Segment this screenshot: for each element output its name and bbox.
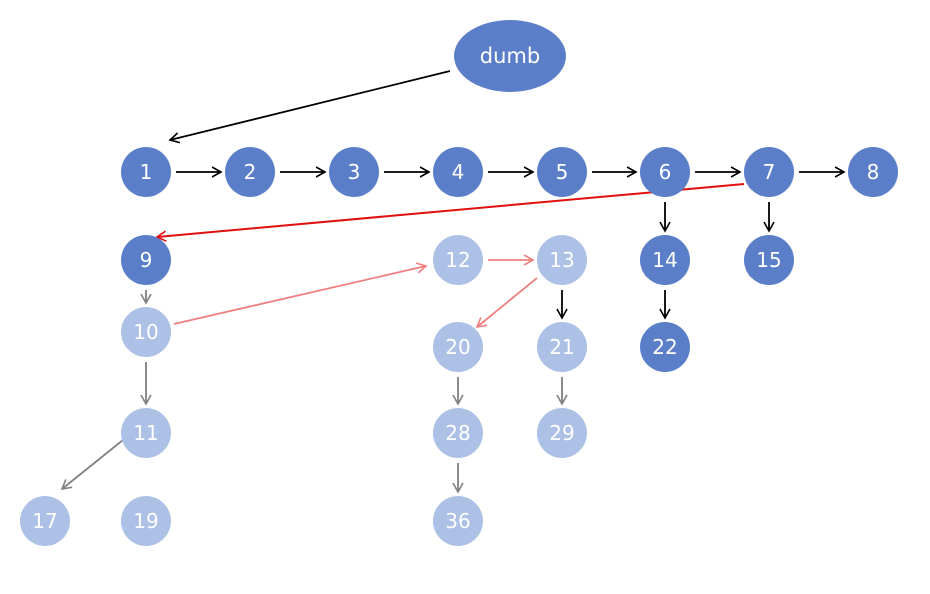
node-28-label: 28 bbox=[445, 421, 470, 445]
node-21-label: 21 bbox=[549, 335, 574, 359]
node-dumb: dumb bbox=[454, 20, 566, 92]
node-15-label: 15 bbox=[756, 248, 781, 272]
node-dumb-label: dumb bbox=[480, 44, 540, 68]
node-13-circle bbox=[537, 235, 587, 285]
node-3-label: 3 bbox=[348, 160, 361, 184]
node-17: 17 bbox=[20, 496, 70, 546]
node-9-label: 9 bbox=[140, 248, 153, 272]
node-2-circle bbox=[225, 147, 275, 197]
node-2: 2 bbox=[225, 147, 275, 197]
node-8-circle bbox=[848, 147, 898, 197]
node-20-circle bbox=[433, 322, 483, 372]
node-9-circle bbox=[121, 235, 171, 285]
node-17-circle bbox=[20, 496, 70, 546]
node-28: 28 bbox=[433, 408, 483, 458]
node-6-circle bbox=[640, 147, 690, 197]
node-36-circle bbox=[433, 496, 483, 546]
node-5: 5 bbox=[537, 147, 587, 197]
node-8-label: 8 bbox=[867, 160, 880, 184]
node-1-circle bbox=[121, 147, 171, 197]
node-15: 15 bbox=[744, 235, 794, 285]
node-4: 4 bbox=[433, 147, 483, 197]
node-15-circle bbox=[744, 235, 794, 285]
arrow-dumb-to-1 bbox=[168, 70, 451, 144]
node-5-circle bbox=[537, 147, 587, 197]
node-13: 13 bbox=[537, 235, 587, 285]
node-7-circle bbox=[744, 147, 794, 197]
node-11-label: 11 bbox=[133, 421, 158, 445]
node-19: 19 bbox=[121, 496, 171, 546]
node-20-label: 20 bbox=[445, 335, 470, 359]
node-7: 7 bbox=[744, 147, 794, 197]
node-22-label: 22 bbox=[652, 335, 677, 359]
node-12: 12 bbox=[433, 235, 483, 285]
node-36-label: 36 bbox=[445, 509, 470, 533]
node-22: 22 bbox=[640, 322, 690, 372]
node-1: 1 bbox=[121, 147, 171, 197]
node-14: 14 bbox=[640, 235, 690, 285]
node-19-circle bbox=[121, 496, 171, 546]
node-13-label: 13 bbox=[549, 248, 574, 272]
node-11-circle bbox=[121, 408, 171, 458]
arrow-11-to-17 bbox=[60, 435, 129, 491]
node-2-label: 2 bbox=[244, 160, 257, 184]
node-12-label: 12 bbox=[445, 248, 470, 272]
node-17-label: 17 bbox=[32, 509, 57, 533]
node-22-circle bbox=[640, 322, 690, 372]
node-14-circle bbox=[640, 235, 690, 285]
arrow-13-to-20 bbox=[475, 277, 538, 329]
node-19-label: 19 bbox=[133, 509, 158, 533]
node-10-circle bbox=[121, 307, 171, 357]
node-20: 20 bbox=[433, 322, 483, 372]
node-28-circle bbox=[433, 408, 483, 458]
node-36: 36 bbox=[433, 496, 483, 546]
node-6: 6 bbox=[640, 147, 690, 197]
node-12-circle bbox=[433, 235, 483, 285]
node-6-label: 6 bbox=[659, 160, 672, 184]
node-4-circle bbox=[433, 147, 483, 197]
node-10: 10 bbox=[121, 307, 171, 357]
node-21-circle bbox=[537, 322, 587, 372]
node-3: 3 bbox=[329, 147, 379, 197]
arrow-10-to-12 bbox=[173, 262, 428, 325]
node-11: 11 bbox=[121, 408, 171, 458]
node-7-label: 7 bbox=[763, 160, 776, 184]
node-8: 8 bbox=[848, 147, 898, 197]
node-10-label: 10 bbox=[133, 320, 158, 344]
node-29-circle bbox=[537, 408, 587, 458]
node-5-label: 5 bbox=[556, 160, 569, 184]
node-4-label: 4 bbox=[452, 160, 465, 184]
node-3-circle bbox=[329, 147, 379, 197]
node-14-label: 14 bbox=[652, 248, 677, 272]
node-29-label: 29 bbox=[549, 421, 574, 445]
node-21: 21 bbox=[537, 322, 587, 372]
edges bbox=[60, 70, 846, 494]
node-29: 29 bbox=[537, 408, 587, 458]
arrow-7-to-9 bbox=[155, 183, 745, 242]
node-1-label: 1 bbox=[140, 160, 153, 184]
node-9: 9 bbox=[121, 235, 171, 285]
